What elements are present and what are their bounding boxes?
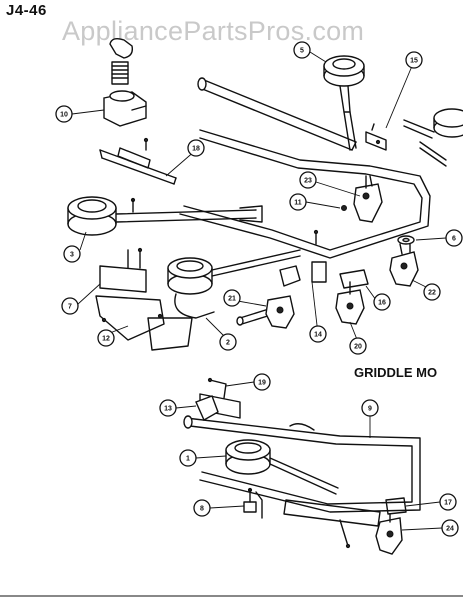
callout-23-label: 23 — [304, 178, 312, 185]
washer-6 — [397, 235, 415, 245]
callout-17: 17 — [439, 493, 457, 511]
callout-24: 24 — [441, 519, 459, 537]
callout-13: 13 — [159, 399, 177, 417]
callout-12: 12 — [97, 329, 115, 347]
callout-3-label: 3 — [70, 252, 74, 259]
callout-20: 20 — [349, 337, 367, 355]
callout-15: 15 — [405, 51, 423, 69]
callout-17-label: 17 — [444, 500, 452, 507]
callout-1-label: 1 — [186, 456, 190, 463]
callout-2: 2 — [219, 333, 237, 351]
griddle-valve-13-19 — [195, 377, 241, 421]
callout-3: 3 — [63, 245, 81, 263]
callout-24-label: 24 — [446, 526, 454, 533]
callout-15-label: 15 — [410, 58, 418, 65]
callout-11-label: 11 — [294, 200, 302, 207]
callout-19: 19 — [253, 373, 271, 391]
callout-18-label: 18 — [192, 146, 200, 153]
callout-18: 18 — [187, 139, 205, 157]
callout-7: 7 — [61, 297, 79, 315]
callout-14-label: 14 — [314, 332, 322, 339]
griddle-manifold-9 — [183, 415, 421, 513]
section-label-griddle: GRIDDLE MO — [354, 365, 438, 380]
callout-6: 6 — [445, 229, 463, 247]
callout-1: 1 — [179, 449, 197, 467]
callout-6-label: 6 — [452, 236, 456, 243]
callout-12-label: 12 — [102, 336, 110, 343]
griddle-lower-bracket — [283, 499, 381, 549]
callout-8-label: 8 — [200, 506, 204, 513]
callout-2-label: 2 — [226, 340, 230, 347]
callout-13-label: 13 — [164, 406, 172, 413]
griddle-burner-1 — [225, 439, 339, 495]
callout-8: 8 — [193, 499, 211, 517]
valve-16-20 — [335, 269, 369, 325]
burner-3 — [67, 196, 263, 236]
burner-5 — [323, 55, 365, 151]
pressure-regulator-10 — [103, 37, 147, 127]
callout-19-label: 19 — [258, 380, 266, 387]
callout-16: 16 — [373, 293, 391, 311]
manifold-pipe — [197, 77, 357, 151]
valve-23 — [341, 175, 383, 223]
callout-5: 5 — [293, 41, 311, 59]
mounting-bracket-7-12 — [95, 247, 193, 351]
callout-21: 21 — [223, 289, 241, 307]
callout-7-label: 7 — [68, 304, 72, 311]
callout-10-label: 10 — [60, 112, 68, 119]
burner-2 — [167, 249, 301, 319]
griddle-valve-17-24 — [375, 497, 407, 555]
callout-11: 11 — [289, 193, 307, 211]
valve-21 — [236, 265, 301, 329]
valve-rod-18 — [99, 137, 177, 185]
callout-22: 22 — [423, 283, 441, 301]
burner-tube-frame — [179, 129, 431, 259]
callout-9: 9 — [361, 399, 379, 417]
callout-16-label: 16 — [378, 300, 386, 307]
callout-22-label: 22 — [428, 290, 436, 297]
callout-14: 14 — [309, 325, 327, 343]
page-code: J4-46 — [6, 2, 47, 19]
callout-20-label: 20 — [354, 344, 362, 351]
valve-22 — [389, 243, 419, 287]
fitting-8 — [243, 487, 263, 519]
callout-10: 10 — [55, 105, 73, 123]
bracket-15 — [365, 123, 387, 151]
burner-right — [403, 108, 463, 167]
callout-9-label: 9 — [368, 406, 372, 413]
callout-21-label: 21 — [228, 296, 236, 303]
callout-5-label: 5 — [300, 48, 304, 55]
screw-small — [311, 229, 327, 283]
callout-23: 23 — [299, 171, 317, 189]
